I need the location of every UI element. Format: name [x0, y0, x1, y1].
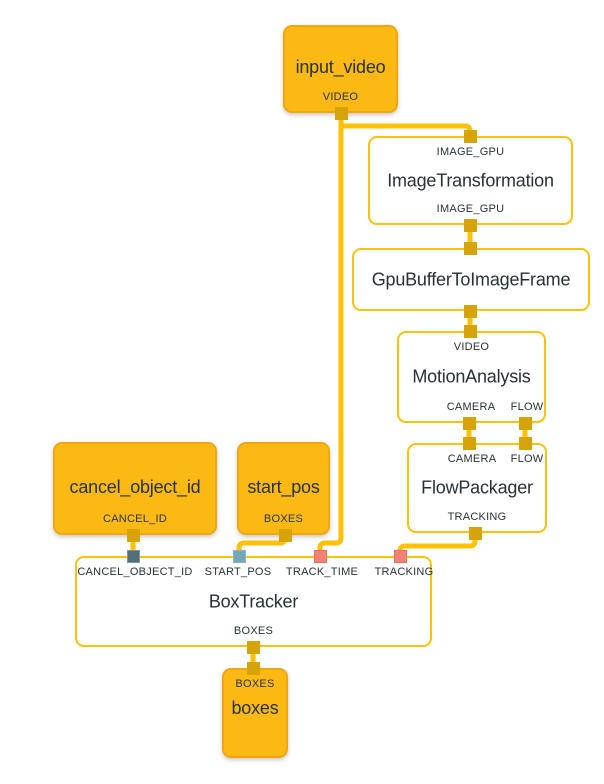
port-marker-gpu-buffer-in — [464, 242, 477, 255]
port-marker-cancel-id-out — [127, 529, 140, 542]
port-marker-image-gpu-in — [464, 130, 477, 143]
node-title: input_video — [295, 57, 386, 77]
port-marker-flow-in — [519, 437, 532, 450]
node-title: ImageTransformation — [387, 170, 554, 190]
node-title: boxes — [231, 698, 279, 718]
port-label-camera-out: CAMERA — [446, 401, 496, 413]
port-label-camera-in: CAMERA — [447, 453, 497, 465]
node-cancel-object-id[interactable]: cancel_object_id CANCEL_ID — [53, 442, 217, 535]
port-marker-tracking-in — [394, 550, 407, 563]
port-marker-cancel-object-id-in — [127, 550, 140, 563]
port-label-tracking-in: TRACKING — [374, 566, 434, 578]
port-label-image-gpu-out: IMAGE_GPU — [436, 203, 505, 215]
port-label-video-out: VIDEO — [322, 91, 359, 103]
port-marker-start-boxes-out — [279, 529, 292, 542]
node-boxes[interactable]: BOXES boxes — [222, 668, 288, 758]
node-motion-analysis[interactable]: VIDEO MotionAnalysis CAMERA FLOW — [397, 331, 546, 423]
port-marker-boxes-in — [247, 662, 260, 675]
port-marker-camera-in — [463, 437, 476, 450]
edge-tracking — [397, 533, 478, 556]
port-label-flow-out: FLOW — [510, 401, 544, 413]
port-label-boxes-out-start: BOXES — [263, 513, 304, 525]
edge-video-to-image-transformation — [341, 123, 473, 136]
node-title: cancel_object_id — [69, 477, 201, 497]
port-label-flow-in: FLOW — [510, 453, 544, 465]
node-gpu-buffer-to-image-frame[interactable]: GpuBufferToImageFrame — [352, 248, 590, 311]
node-image-transformation[interactable]: IMAGE_GPU ImageTransformation IMAGE_GPU — [368, 136, 573, 225]
port-marker-motion-video-in — [464, 325, 477, 338]
port-label-boxes-out: BOXES — [233, 625, 274, 637]
port-label-cancel-id-out: CANCEL_ID — [103, 513, 167, 525]
port-marker-camera-out — [463, 417, 476, 430]
port-label-image-gpu-in: IMAGE_GPU — [436, 146, 505, 158]
port-marker-flow-out — [519, 417, 532, 430]
node-title: FlowPackager — [421, 477, 533, 498]
port-marker-video-out — [335, 107, 348, 120]
port-marker-start-pos-in — [233, 550, 246, 563]
port-label-track-time-in: TRACK_TIME — [285, 566, 359, 578]
edge-video-to-track-time — [317, 113, 344, 556]
port-label-boxes-in: BOXES — [235, 678, 275, 690]
node-start-pos[interactable]: start_pos BOXES — [237, 442, 330, 535]
port-label-cancel-object-id-in: CANCEL_OBJECT_ID — [77, 566, 193, 578]
node-title: start_pos — [247, 477, 320, 497]
port-marker-tracker-boxes-out — [247, 641, 260, 654]
node-box-tracker[interactable]: CANCEL_OBJECT_ID START_POS TRACK_TIME TR… — [75, 556, 434, 647]
port-label-start-pos-in: START_POS — [204, 566, 272, 578]
node-title: BoxTracker — [208, 591, 299, 611]
node-title: MotionAnalysis — [412, 366, 531, 387]
node-input-video[interactable]: input_video VIDEO — [283, 25, 398, 113]
port-label-tracking-out: TRACKING — [447, 511, 507, 523]
port-marker-tracking-out — [469, 527, 482, 540]
port-marker-track-time-in — [314, 550, 327, 563]
port-marker-image-gpu-out — [464, 219, 477, 232]
port-marker-gpu-buffer-out — [464, 305, 477, 318]
node-title: GpuBufferToImageFrame — [371, 269, 571, 289]
node-flow-packager[interactable]: CAMERA FLOW FlowPackager TRACKING — [407, 443, 547, 533]
port-label-video-in: VIDEO — [453, 341, 490, 353]
